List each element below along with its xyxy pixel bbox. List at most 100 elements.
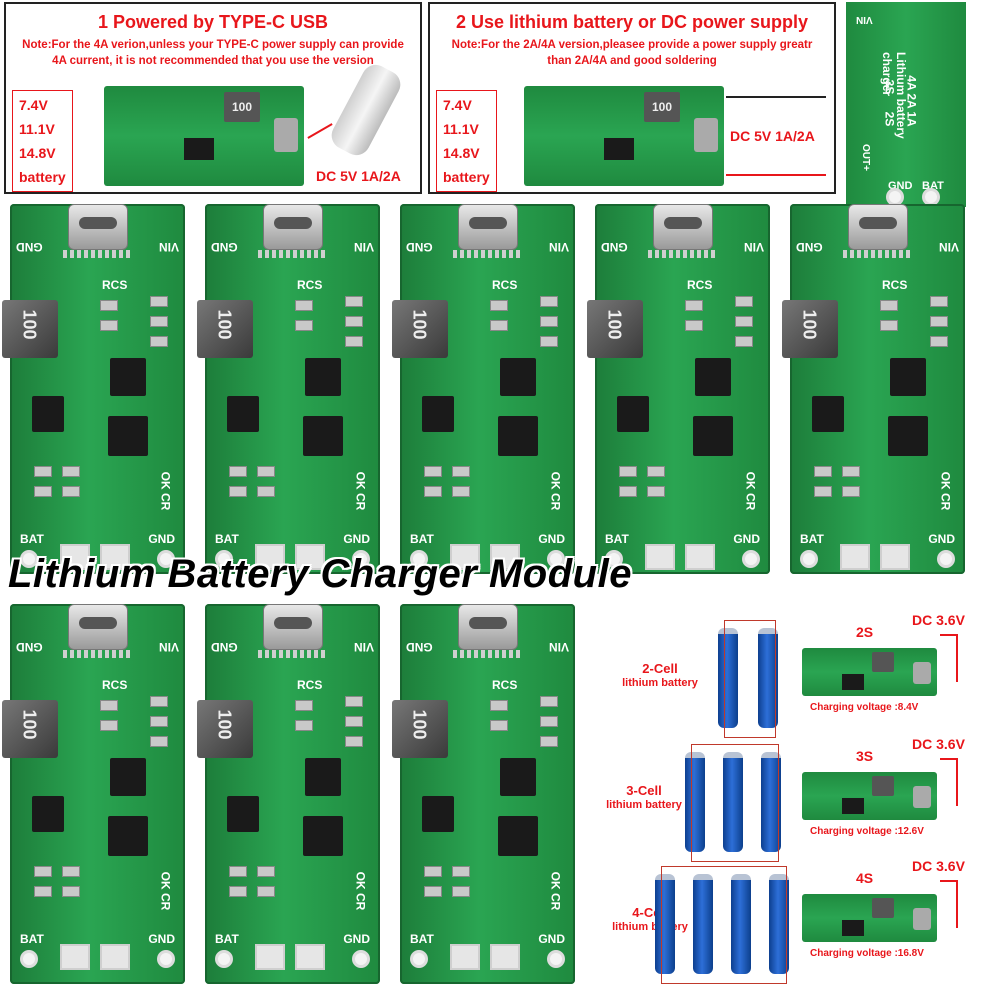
- closeup-3s: 3S: [882, 79, 897, 95]
- smd-cap: [62, 866, 80, 877]
- closeup-2a: 2A: [904, 93, 919, 109]
- silk-ok-cr: OK CR: [938, 471, 953, 511]
- resistor-r050: [685, 300, 703, 311]
- silk-gnd: GND: [211, 240, 238, 254]
- silk-gnd: GND: [406, 240, 433, 254]
- gnd-pad: [100, 944, 130, 970]
- smd-cap: [150, 696, 168, 707]
- mount-hole-left: [800, 550, 818, 568]
- silk-ok-cr: OK CR: [548, 871, 563, 911]
- controller-ic: [303, 416, 343, 456]
- battery-cell-icon: [769, 874, 789, 974]
- silk-bat: BAT: [410, 532, 434, 546]
- diode-chip: [227, 796, 259, 832]
- voltage-7v4: 7.4V: [443, 97, 472, 113]
- usb-c-port-icon: [847, 204, 908, 250]
- closeup-1a: 1A: [904, 111, 919, 127]
- usb-c-port-icon: [262, 604, 323, 650]
- silk-bat: BAT: [215, 532, 239, 546]
- silk-rcs: RCS: [492, 678, 518, 692]
- usb-pads: [842, 250, 913, 258]
- resistor-r050: [100, 720, 118, 731]
- mini-ic: [842, 920, 864, 936]
- cell-count: 2-Cell: [642, 661, 678, 676]
- silk-ok-cr: OK CR: [353, 871, 368, 911]
- closeup-2s: 2S: [882, 111, 897, 127]
- mosfet-chip: [695, 358, 731, 396]
- charger-board-5: GND VIN RCS 100 OK CR BAT GND: [782, 204, 965, 574]
- smd-cap: [34, 866, 52, 877]
- charger-board-6: GND VIN RCS 100 OK CR BAT GND: [2, 604, 185, 984]
- controller-ic: [693, 416, 733, 456]
- smd-cap: [452, 486, 470, 497]
- silk-gnd-bottom: GND: [343, 932, 370, 946]
- silk-ok-cr: OK CR: [548, 471, 563, 511]
- inductor-marking: 100: [19, 309, 40, 340]
- smd-cap: [229, 866, 247, 877]
- panel1-ic: [184, 138, 214, 160]
- controller-ic: [108, 416, 148, 456]
- dc-arrow-icon: [940, 758, 958, 806]
- smd-cap: [842, 466, 860, 477]
- mini-board-image: [802, 772, 937, 820]
- voltage-7v4: 7.4V: [19, 97, 48, 113]
- inductor-marking: 100: [214, 709, 235, 740]
- inductor-marking: 100: [214, 309, 235, 340]
- silk-gnd-bottom: GND: [538, 932, 565, 946]
- controller-ic: [303, 816, 343, 856]
- resistor-r050: [100, 320, 118, 331]
- mount-hole-right: [157, 550, 175, 568]
- mini-board-image: [802, 894, 937, 942]
- smd-cap: [540, 316, 558, 327]
- battery-cell-icon: [718, 628, 738, 728]
- panel2-note: Note:For the 2A/4A version,pleasee provi…: [451, 39, 813, 67]
- silk-bat: BAT: [605, 532, 629, 546]
- smd-cap: [34, 886, 52, 897]
- smd-cap: [540, 696, 558, 707]
- mount-hole-left: [605, 550, 623, 568]
- charger-board-4: GND VIN RCS 100 OK CR BAT GND: [587, 204, 770, 574]
- smd-cap: [345, 736, 363, 747]
- mini-usbc-icon: [913, 786, 931, 808]
- bat-pad: [645, 544, 675, 570]
- controller-ic: [498, 816, 538, 856]
- battery-label: battery: [443, 169, 490, 185]
- inductor: 100: [782, 300, 838, 358]
- bat-pad: [60, 544, 90, 570]
- silk-gnd-bottom: GND: [928, 532, 955, 546]
- silk-vin: VIN: [548, 240, 569, 254]
- bat-pad: [840, 544, 870, 570]
- mount-hole-right: [547, 950, 565, 968]
- panel1-dc-label: DC 5V 1A/2A: [316, 168, 401, 184]
- bat-pad: [255, 944, 285, 970]
- panel1-usbc-port: [274, 118, 298, 152]
- mosfet-chip: [305, 358, 341, 396]
- smd-cap: [647, 466, 665, 477]
- smd-cap: [452, 866, 470, 877]
- diode-chip: [812, 396, 844, 432]
- inductor: 100: [392, 700, 448, 758]
- smd-cap: [150, 336, 168, 347]
- gnd-pad: [880, 544, 910, 570]
- smd-cap: [62, 486, 80, 497]
- battery-dc-panel: 2 Use lithium battery or DC power supply…: [428, 2, 836, 194]
- board-closeup: Lithium battery charger 2S 3S 1A 2A 4A G…: [846, 2, 966, 207]
- panel1-inductor: 100: [224, 92, 260, 122]
- smd-cap: [735, 316, 753, 327]
- panel2-title: 2 Use lithium battery or DC power supply: [455, 12, 809, 32]
- mosfet-chip: [500, 358, 536, 396]
- smd-cap: [150, 296, 168, 307]
- silk-gnd-bottom: GND: [148, 932, 175, 946]
- diode-chip: [422, 796, 454, 832]
- mount-hole-right: [352, 550, 370, 568]
- silk-bat: BAT: [215, 932, 239, 946]
- mini-usbc-icon: [913, 662, 931, 684]
- dc-input-label: DC 3.6V: [912, 612, 965, 628]
- series-label: 4S: [856, 870, 874, 886]
- inductor: 100: [2, 700, 58, 758]
- bat-pad: [255, 544, 285, 570]
- mosfet-chip: [305, 758, 341, 796]
- battery-cell-icon: [723, 752, 743, 852]
- mount-hole-left: [410, 950, 428, 968]
